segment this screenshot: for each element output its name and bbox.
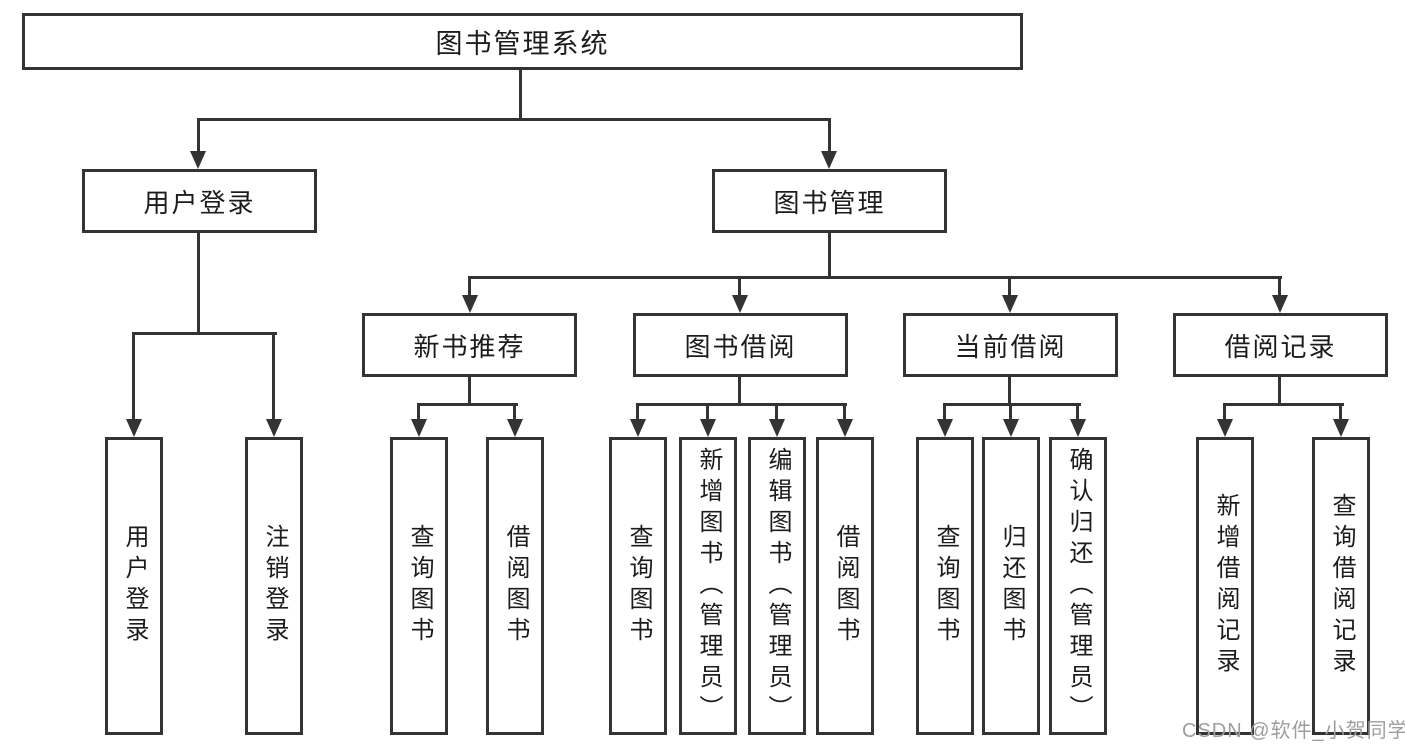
arrow-down-icon [190, 151, 206, 169]
leaf-borrowing-query-books: 查询图书 [609, 437, 667, 735]
node-user-login: 用户登录 [82, 169, 317, 233]
connector-to-leaf [272, 332, 275, 422]
arrow-down-icon [1333, 419, 1349, 437]
arrow-down-icon [1003, 419, 1019, 437]
connector-to-leaf [706, 403, 709, 425]
connector-to-book-management [828, 118, 831, 160]
connector-user-login-rail [132, 332, 277, 335]
connector-to-level3 [1008, 276, 1011, 302]
connector-current-trunk [1008, 376, 1011, 406]
connector-user-login-trunk [197, 232, 200, 335]
leaf-user-login: 用户登录 [105, 437, 163, 735]
node-book-management: 图书管理 [712, 169, 947, 233]
leaf-query-borrow-record: 查询借阅记录 [1312, 437, 1370, 735]
arrow-down-icon [1217, 419, 1233, 437]
connector-records-rail [1223, 403, 1344, 406]
connector-recommend-rail [417, 403, 518, 406]
node-borrowing-records: 借阅记录 [1173, 313, 1388, 377]
node-borrowing-records-label: 借阅记录 [1224, 331, 1337, 362]
arrow-down-icon [126, 419, 142, 437]
connector-to-leaf [1076, 403, 1079, 425]
node-new-book-recommendation-label: 新书推荐 [413, 331, 526, 362]
arrow-down-icon [1272, 295, 1288, 313]
node-book-borrowing-label: 图书借阅 [684, 331, 797, 362]
connector-to-leaf [1009, 403, 1012, 425]
leaf-recommend-query-books: 查询图书 [390, 437, 448, 735]
arrow-down-icon [266, 419, 282, 437]
connector-borrowing-trunk [738, 376, 741, 406]
node-book-management-label: 图书管理 [773, 187, 886, 218]
connector-level3-rail [468, 276, 1282, 279]
node-current-borrowing: 当前借阅 [903, 313, 1118, 377]
arrow-down-icon [630, 419, 646, 437]
connector-to-leaf [843, 403, 846, 425]
arrow-down-icon [411, 419, 427, 437]
leaf-edit-books-admin: 编辑图书（管理员） [748, 437, 806, 735]
connector-root-trunk [519, 69, 522, 120]
node-root: 图书管理系统 [22, 13, 1023, 70]
leaf-borrow-books: 借阅图书 [816, 437, 874, 735]
arrow-down-icon [1002, 295, 1018, 313]
node-book-borrowing: 图书借阅 [633, 313, 848, 377]
arrow-down-icon [837, 419, 853, 437]
connector-to-leaf [132, 332, 135, 422]
node-user-login-label: 用户登录 [143, 187, 256, 218]
arrow-down-icon [700, 419, 716, 437]
connector-current-rail [943, 403, 1081, 406]
leaf-add-books-admin: 新增图书（管理员） [679, 437, 737, 735]
connector-to-level3 [1278, 276, 1281, 302]
connector-to-leaf [1339, 403, 1342, 425]
connector-to-leaf [513, 403, 516, 425]
node-current-borrowing-label: 当前借阅 [954, 331, 1067, 362]
connector-book-management-trunk [828, 232, 831, 278]
arrow-down-icon [732, 295, 748, 313]
leaf-return-books: 归还图书 [982, 437, 1040, 735]
connector-to-leaf [943, 403, 946, 425]
arrow-down-icon [462, 295, 478, 313]
arrow-down-icon [821, 151, 837, 169]
connector-recommend-trunk [468, 376, 471, 406]
leaf-logout: 注销登录 [245, 437, 303, 735]
leaf-current-query-books: 查询图书 [916, 437, 974, 735]
connector-to-leaf [1223, 403, 1226, 425]
arrow-down-icon [937, 419, 953, 437]
connector-level2-rail [197, 118, 831, 121]
node-new-book-recommendation: 新书推荐 [362, 313, 577, 377]
csdn-watermark: CSDN @软件_小贺同学 [1182, 720, 1405, 742]
connector-to-user-login [197, 118, 200, 160]
connector-to-leaf [417, 403, 420, 425]
connector-to-leaf [775, 403, 778, 425]
connector-borrowing-rail [636, 403, 847, 406]
node-root-label: 图书管理系统 [435, 29, 610, 59]
connector-records-trunk [1278, 376, 1281, 406]
connector-to-leaf [636, 403, 639, 425]
connector-to-level3 [468, 276, 471, 302]
arrow-down-icon [1070, 419, 1086, 437]
leaf-add-borrow-record: 新增借阅记录 [1196, 437, 1254, 735]
connector-to-level3 [738, 276, 741, 302]
arrow-down-icon [769, 419, 785, 437]
arrow-down-icon [507, 419, 523, 437]
leaf-confirm-return-admin: 确认归还（管理员） [1049, 437, 1107, 735]
leaf-recommend-borrow-books: 借阅图书 [486, 437, 544, 735]
